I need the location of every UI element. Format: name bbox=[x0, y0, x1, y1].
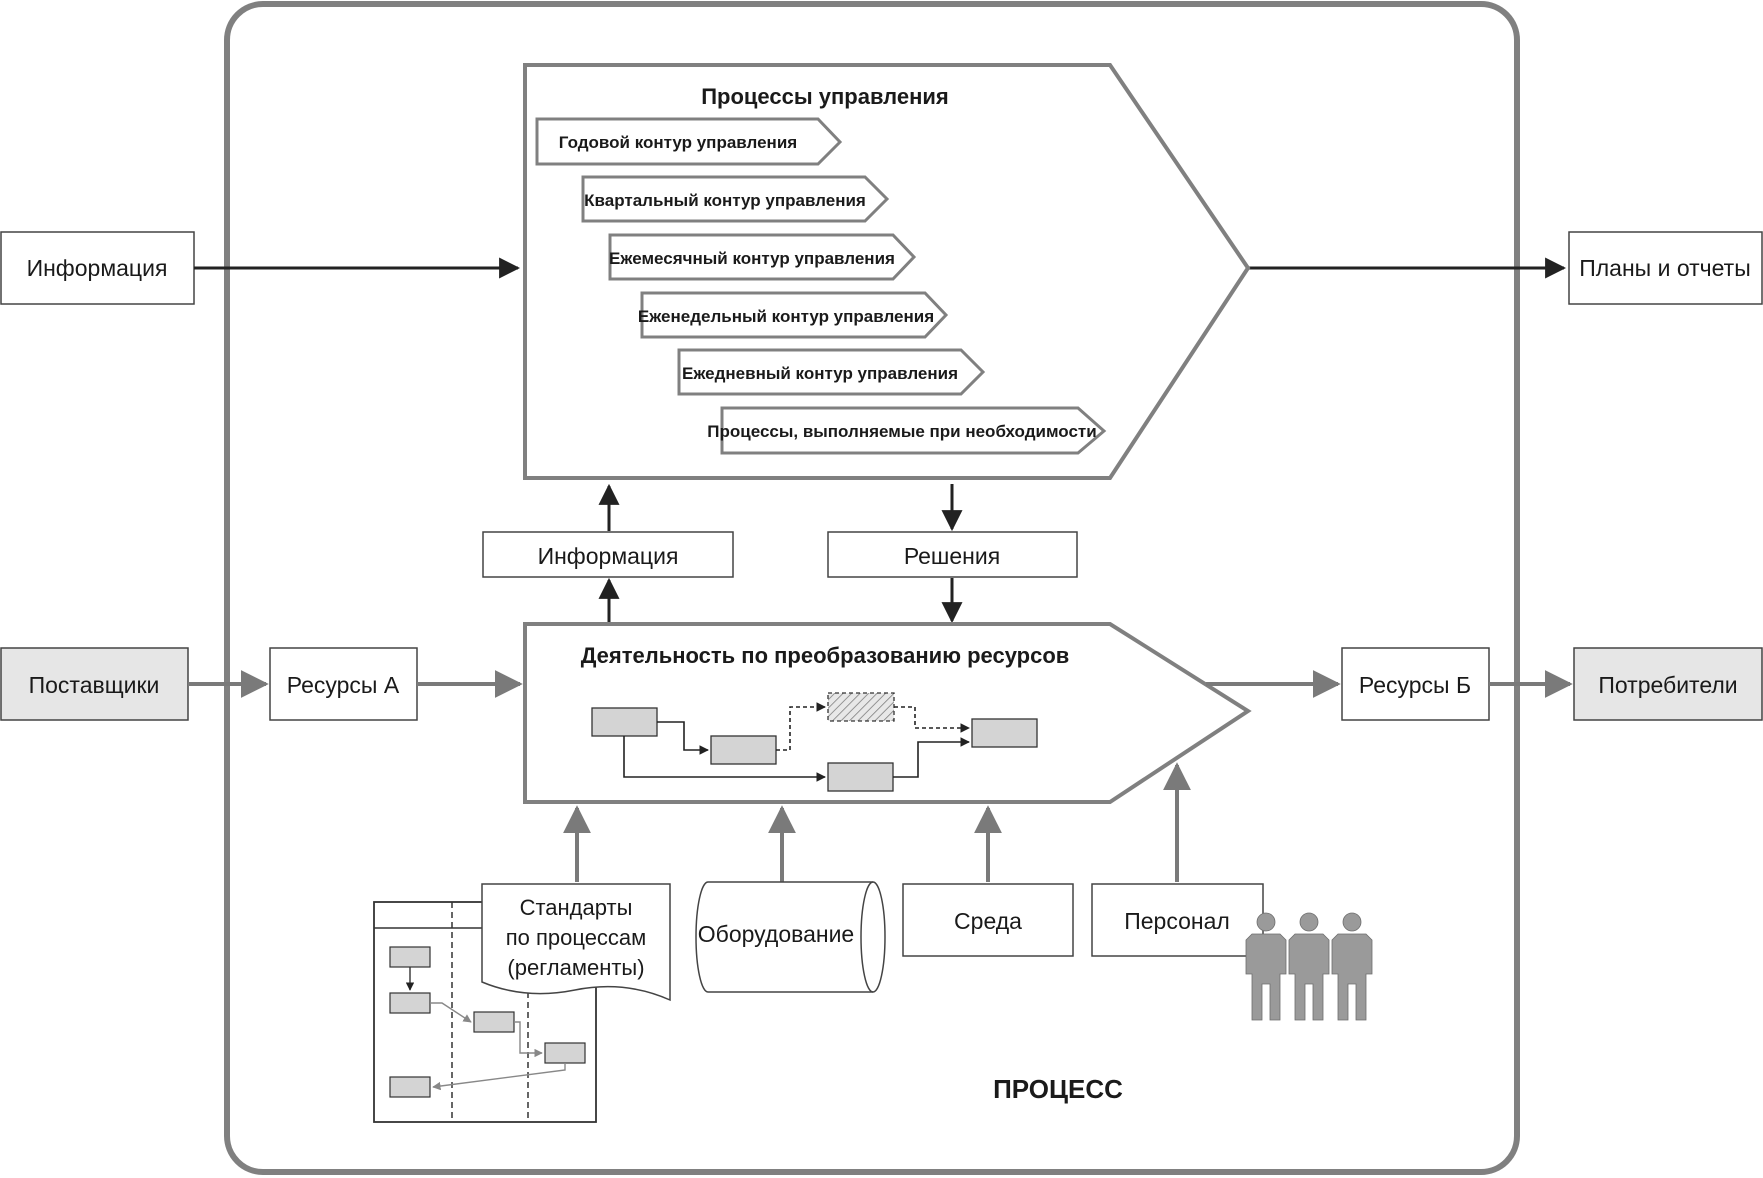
contour-weekly: Еженедельный контур управления bbox=[638, 291, 949, 339]
resources-b-label: Ресурсы Б bbox=[1359, 672, 1471, 698]
middle-info-label: Информация bbox=[538, 543, 679, 569]
flow-step bbox=[971, 718, 1038, 748]
contour-daily: Ежедневный контур управления bbox=[677, 348, 986, 396]
plans-output-label: Планы и отчеты bbox=[1579, 255, 1751, 281]
svg-text:Квартальный контур управления: Квартальный контур управления bbox=[584, 191, 866, 210]
personnel-label: Персонал bbox=[1124, 908, 1230, 934]
standards-line-1: Стандарты bbox=[520, 895, 633, 920]
activity-title: Деятельность по преобразованию ресурсов bbox=[581, 643, 1070, 668]
middle-info-box: Информация bbox=[482, 531, 734, 578]
svg-text:Процессы, выполняемые при необ: Процессы, выполняемые при необходимости bbox=[707, 422, 1096, 441]
management-title: Процессы управления bbox=[701, 84, 949, 109]
svg-text:Ежедневный контур управления: Ежедневный контур управления bbox=[682, 364, 958, 383]
consumers-box: Потребители bbox=[1573, 647, 1763, 721]
svg-text:Еженедельный контур управления: Еженедельный контур управления bbox=[638, 307, 934, 326]
standards-line-3: (регламенты) bbox=[507, 955, 644, 980]
svg-text:Годовой контур управления: Годовой контур управления bbox=[559, 133, 797, 152]
flow-step-hatched bbox=[827, 692, 895, 722]
svg-text:Ежемесячный контур управления: Ежемесячный контур управления bbox=[609, 249, 895, 268]
contour-annual: Годовой контур управления bbox=[535, 117, 843, 166]
contour-quarterly: Квартальный контур управления bbox=[581, 175, 890, 223]
info-input-box: Информация bbox=[0, 231, 195, 305]
resources-a-box: Ресурсы А bbox=[269, 647, 418, 721]
standards-document: Стандарты по процессам (регламенты) bbox=[481, 883, 671, 1002]
suppliers-box: Поставщики bbox=[0, 647, 189, 721]
people-icon bbox=[1245, 912, 1373, 1021]
contour-as-needed: Процессы, выполняемые при необходимости bbox=[707, 406, 1107, 455]
suppliers-label: Поставщики bbox=[29, 672, 160, 698]
environment-label: Среда bbox=[954, 908, 1022, 934]
resources-b-box: Ресурсы Б bbox=[1341, 647, 1490, 721]
activity-flow bbox=[591, 692, 1038, 792]
process-label: ПРОЦЕСС bbox=[993, 1074, 1123, 1104]
personnel-box: Персонал bbox=[1091, 883, 1264, 957]
flow-step bbox=[710, 735, 777, 765]
flow-step bbox=[591, 707, 658, 737]
resources-a-label: Ресурсы А bbox=[287, 672, 400, 698]
flow-step bbox=[827, 762, 894, 792]
decisions-box: Решения bbox=[827, 531, 1078, 578]
process-frame bbox=[224, 1, 1520, 1175]
standards-line-2: по процессам bbox=[506, 925, 647, 950]
plans-output-box: Планы и отчеты bbox=[1568, 231, 1763, 305]
contour-monthly: Ежемесячный контур управления bbox=[608, 233, 917, 281]
consumers-label: Потребители bbox=[1598, 672, 1737, 698]
equipment-label: Оборудование bbox=[698, 921, 854, 947]
info-input-label: Информация bbox=[27, 255, 168, 281]
environment-box: Среда bbox=[902, 883, 1074, 957]
equipment-cylinder: Оборудование bbox=[695, 881, 886, 993]
decisions-label: Решения bbox=[904, 543, 1000, 569]
